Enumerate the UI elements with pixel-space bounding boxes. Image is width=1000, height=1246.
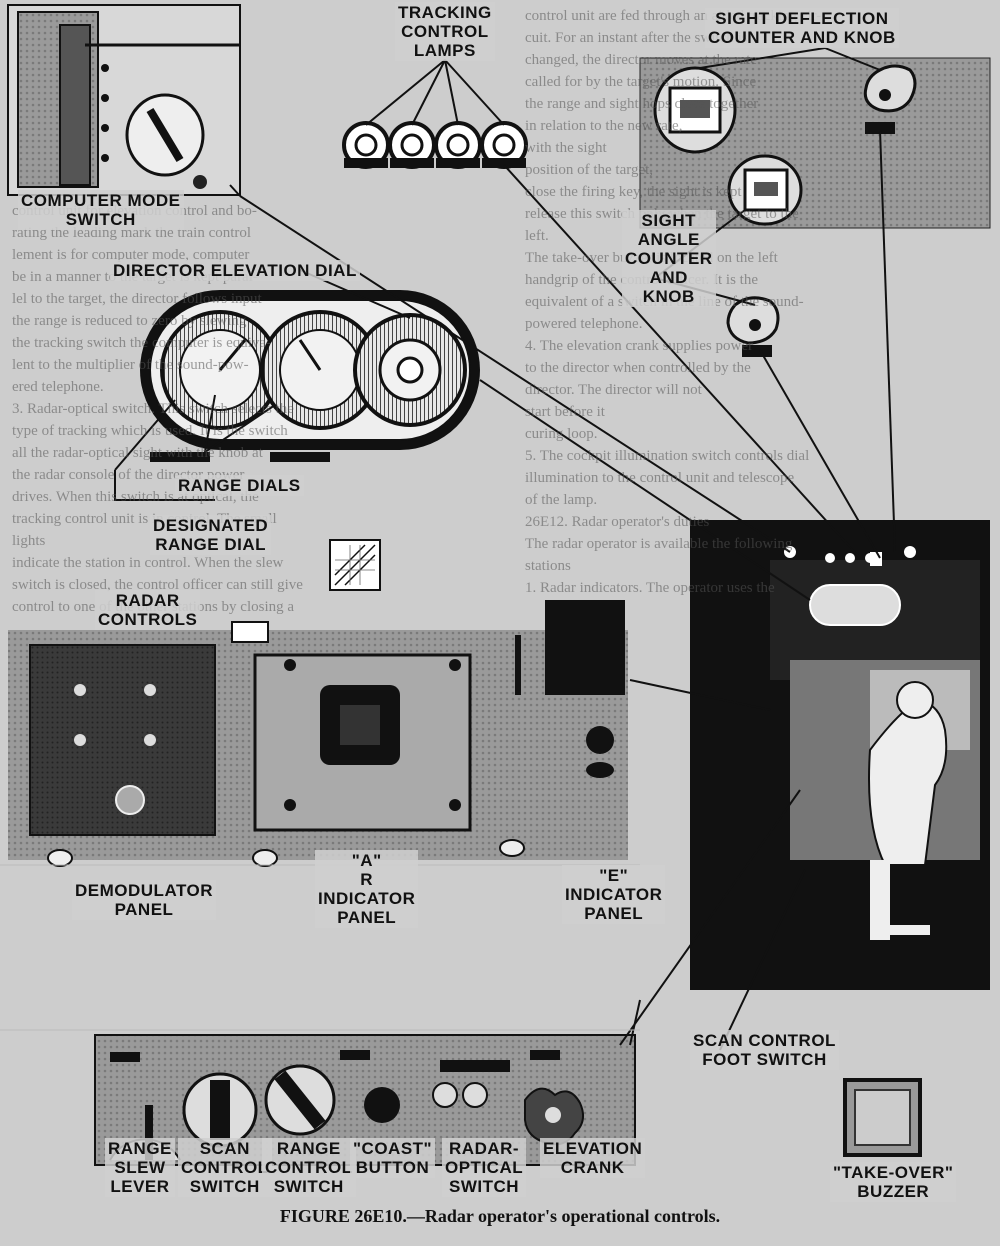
tracking-control-lamps (342, 121, 528, 169)
label-e-indicator-panel: "E" INDICATOR PANEL (562, 865, 666, 924)
radar-controls-console (8, 600, 628, 867)
label-designated-range-dial: DESIGNATED RANGE DIAL (150, 515, 272, 555)
label-coast-button: "COAST" BUTTON (350, 1138, 436, 1178)
label-tracking-control-lamps: TRACKING CONTROL LAMPS (395, 2, 495, 61)
director-dials-assembly (140, 290, 480, 462)
label-demodulator-panel: DEMODULATOR PANEL (72, 880, 217, 920)
tracking-lamp (388, 121, 436, 169)
tracking-lamp (342, 121, 390, 169)
label-elevation-crank: ELEVATION CRANK (540, 1138, 646, 1178)
scope-insert (329, 539, 381, 591)
figure-caption: FIGURE 26E10.—Radar operator's operation… (279, 1206, 721, 1226)
label-scan-control-foot-switch: SCAN CONTROL FOOT SWITCH (690, 1030, 839, 1070)
label-take-over-buzzer: "TAKE-OVER" BUZZER (830, 1162, 957, 1202)
background-text-right: control unit are fed through an aided tr… (525, 8, 821, 595)
label-range-slew-lever: RANGE SLEW LEVER (105, 1138, 175, 1197)
label-radar-controls: RADAR CONTROLS (95, 590, 201, 630)
label-sight-angle: SIGHT ANGLE COUNTER AND KNOB (622, 210, 716, 307)
label-sight-deflection: SIGHT DEFLECTION COUNTER AND KNOB (705, 8, 899, 48)
radar-optical-switch (432, 1082, 488, 1108)
label-scan-control-switch: SCAN CONTROL SWITCH (178, 1138, 272, 1197)
label-radar-optical-switch: RADAR- OPTICAL SWITCH (442, 1138, 527, 1197)
take-over-buzzer-box (843, 1078, 922, 1157)
sight-deflection-knob (863, 64, 917, 113)
coast-button (364, 1087, 400, 1123)
label-director-elevation-dial: DIRECTOR ELEVATION DIAL (110, 260, 360, 281)
leader-lines (114, 47, 896, 1051)
sight-counters-panel (639, 57, 991, 357)
label-range-dials: RANGE DIALS (175, 475, 304, 496)
tracking-lamp (480, 121, 528, 169)
label-range-control-switch: RANGE CONTROL SWITCH (262, 1138, 356, 1197)
tracking-lamp (434, 121, 482, 169)
e-indicator-panel (515, 600, 625, 778)
computer-mode-switch-panel (7, 4, 241, 196)
label-a-r-indicator-panel: "A" R INDICATOR PANEL (315, 850, 419, 928)
scan-control-switch (182, 1072, 258, 1148)
operator-station-scene (690, 520, 990, 990)
label-computer-mode-switch: COMPUTER MODE SWITCH (18, 190, 184, 230)
range-control-switch (264, 1064, 336, 1136)
